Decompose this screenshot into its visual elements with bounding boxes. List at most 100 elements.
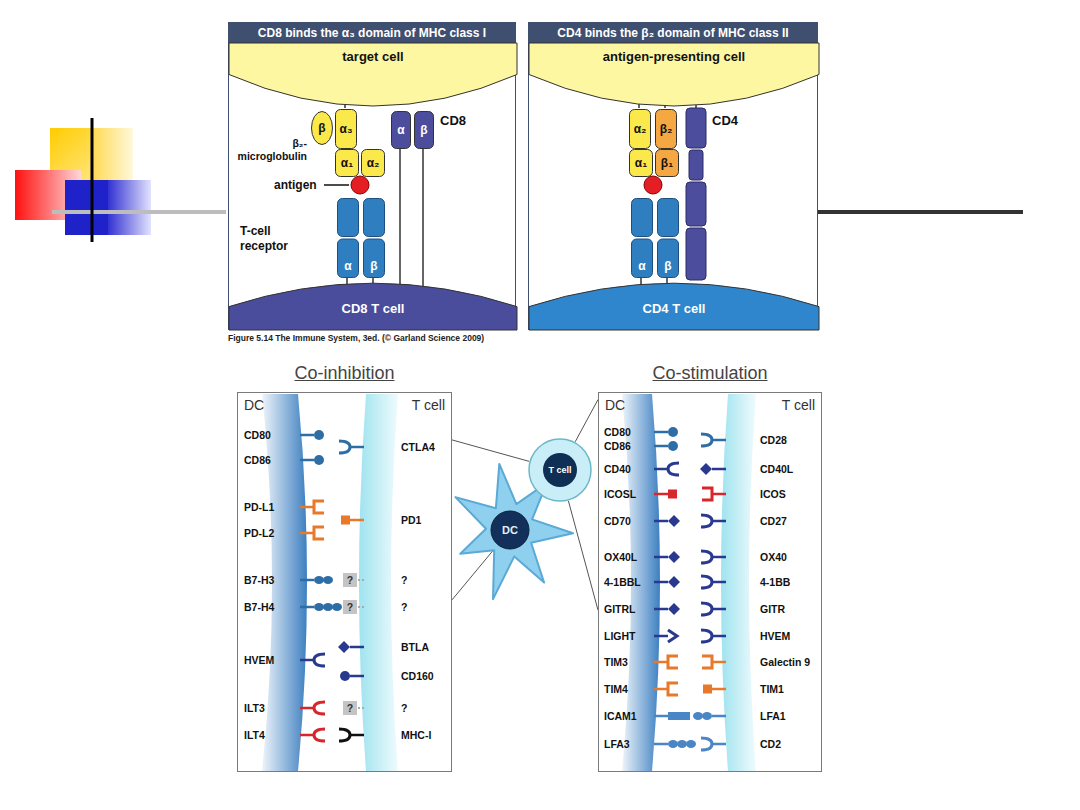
molecule-head (339, 729, 350, 741)
molecule-stem (300, 707, 314, 710)
molecule-head (314, 455, 324, 465)
molecule-stem (300, 606, 314, 609)
node-text: α₁ (335, 156, 359, 170)
cd4-domain (686, 182, 706, 226)
receptor-label: LFA1 (760, 709, 786, 723)
node-text: α₂ (361, 156, 385, 170)
antigen-dot (644, 176, 662, 194)
unknown-stem (358, 707, 364, 709)
shape (362, 150, 385, 177)
mhc-domain: β (311, 111, 333, 145)
ligand-label: 4-1BBL (604, 575, 641, 589)
node-text: β (363, 259, 385, 273)
molecule-head (668, 656, 678, 668)
molecule-head (668, 576, 680, 588)
ligand-label: CD70 (604, 514, 631, 528)
shape (656, 110, 677, 149)
receptor-label: CD40L (760, 462, 793, 476)
shape (529, 283, 819, 330)
receptor-label: ? (401, 701, 407, 715)
shape (229, 43, 517, 106)
part-label: T-cell receptor (240, 224, 316, 254)
ligand-label: PD-L1 (244, 500, 274, 514)
molecule-head (314, 702, 325, 714)
molecule-head (338, 641, 350, 653)
antigen-presenting-cell: antigen-presenting cell (529, 43, 819, 113)
molecule-head (693, 712, 703, 720)
shape (529, 439, 591, 501)
molecule-head (702, 488, 712, 500)
molecule-head (323, 576, 333, 584)
molecule-stem (654, 743, 668, 746)
molecule-stem (654, 556, 668, 559)
mhc-domain: α₂ (629, 109, 651, 149)
ligand-label: PD-L2 (244, 526, 274, 540)
t-cell: CD8 T cell (229, 278, 517, 330)
molecule-stem (350, 675, 364, 678)
receptor-label: CD27 (760, 514, 787, 528)
receptor-label: CD160 (401, 669, 434, 683)
mhc-domain: α₂ (361, 149, 385, 177)
leader-line (324, 184, 349, 186)
molecule-head (668, 712, 690, 720)
molecule-stem (300, 532, 314, 535)
molecule-stem (712, 715, 726, 718)
node-subtext: DC (605, 397, 625, 413)
unknown-stem (358, 606, 364, 608)
deco-rule (818, 210, 1023, 214)
molecule-stem (712, 556, 726, 559)
stem-line (422, 148, 424, 290)
molecule-head (668, 463, 679, 475)
molecule-head (314, 576, 324, 584)
mhc-domain: α₁ (335, 149, 359, 177)
part-label: CD4 (712, 114, 738, 128)
ligand-label: ICAM1 (604, 709, 637, 723)
tcr-chain: α (631, 198, 653, 278)
tcr-chain: β (657, 198, 679, 278)
node-text: β (311, 121, 333, 135)
ligand-label: LIGHT (604, 629, 636, 643)
receptor-label: GITR (760, 602, 785, 616)
shape (630, 110, 651, 149)
mhc-domain: β₁ (655, 149, 679, 177)
molecule-head (701, 630, 712, 642)
deco-square (108, 180, 151, 235)
molecule-head (702, 656, 712, 668)
deco-rule (91, 118, 94, 242)
molecule-stem (654, 661, 668, 664)
ligand-label: ILT4 (244, 728, 265, 742)
ligand-label: TIM4 (604, 682, 628, 696)
ligand-label: CD86 (604, 439, 631, 453)
shape (364, 239, 385, 278)
cd4-domain (689, 150, 703, 180)
node-text: CD8 binds the α₃ domain of MHC class I (229, 23, 515, 43)
shape (529, 43, 819, 106)
shape (338, 239, 359, 278)
zoom-connector (568, 501, 598, 610)
unknown-receptor-box: ? (343, 600, 357, 614)
cd4-domain (686, 108, 706, 148)
receptor-label: HVEM (760, 629, 790, 643)
ligand-label: HVEM (244, 653, 274, 667)
part-label: CD8 (440, 114, 466, 128)
molecule-head (314, 501, 324, 513)
shape (229, 283, 517, 330)
molecule-head (668, 441, 678, 451)
molecule-stem (300, 579, 314, 582)
node-text: α (631, 259, 653, 273)
node-text: α (391, 123, 411, 137)
molecule-head (339, 441, 350, 453)
molecule-stem (654, 581, 668, 584)
molecule-head (677, 740, 687, 748)
node-text: target cell (229, 49, 517, 64)
figure-panel: CD8 binds the α₃ domain of MHC class I ta… (228, 22, 516, 330)
cd8-domain: α (391, 111, 411, 149)
receptor-label: 4-1BB (760, 575, 790, 589)
molecule-head (668, 740, 678, 748)
molecule-head (702, 712, 712, 720)
molecule-stem (654, 715, 668, 718)
shape (392, 112, 411, 149)
molecule-head (701, 603, 712, 615)
